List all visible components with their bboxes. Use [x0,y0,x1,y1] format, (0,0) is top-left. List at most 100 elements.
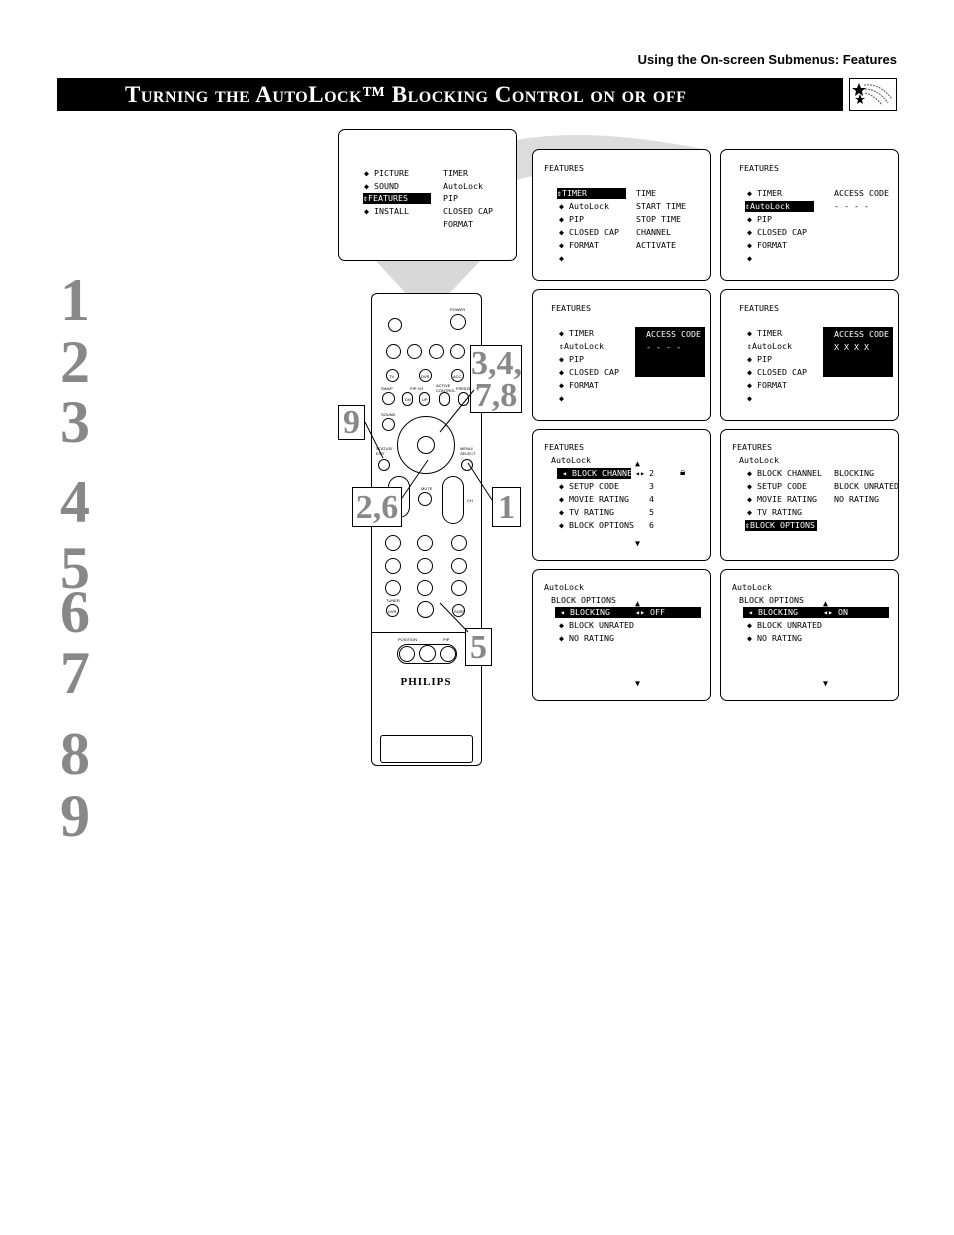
up-label: UP [422,397,428,402]
stop-button[interactable] [407,344,422,359]
rewind-button[interactable] [386,344,401,359]
option-stop-time: STOP TIME [636,214,681,224]
bullet-icon: ◆ [747,253,752,263]
menu-item-closed-cap: ◆ CLOSED CAP [747,367,807,377]
position-label: POSITION [398,637,418,642]
screen-features-timer: FEATURES ⇕TIMER ◆ AutoLock ◆ PIP ◆ CLOSE… [532,149,711,281]
down-arrow-icon: ▼ [635,538,640,548]
screen-title: FEATURES [739,163,779,173]
status-exit-label: STATUS/ EXIT [376,446,393,456]
play-button[interactable] [429,344,444,359]
screen-main-menu: ◆ PICTURE ◆ SOUND ⇕FEATURES ◆ INSTALL TI… [338,129,517,261]
sound-label: SOUND [381,412,396,417]
menu-item-install: ◆ INSTALL [364,206,409,216]
pip-button[interactable] [440,646,456,662]
menu-item-autolock: ⇕AutoLock [747,341,792,351]
menu-item-movie-rating: ◆ MOVIE RATING [747,494,817,504]
freeze-button[interactable] [458,392,469,406]
pip-label: PIP [443,637,450,642]
dn-label: DN [405,397,411,402]
menu-item-movie-rating: ◆ MOVIE RATING [559,494,629,504]
channel-value: 3 [649,481,654,491]
step-number-6: 6 [60,579,90,645]
keypad-button-9[interactable] [451,580,467,596]
freeze-label: FREEZE [456,386,472,391]
step-number-1: 1 [60,267,90,333]
acc-button[interactable] [451,369,464,382]
pip-on-button[interactable] [419,645,436,662]
menu-item-pip: ◆ PIP [559,214,584,224]
pip-ch-label: PIP CH [410,386,424,391]
acc-label: ACC [453,374,462,379]
channel-value: 2 [649,468,654,478]
sound-button[interactable] [382,418,395,431]
menu-select-button[interactable] [461,459,473,471]
keypad-button-5[interactable] [417,558,433,574]
channel-rocker[interactable] [442,476,464,524]
position-button[interactable] [399,646,415,662]
left-right-arrow-icon: ◂▸ OFF [635,607,665,617]
menu-item-autolock: ⇕AutoLock [745,201,814,212]
status-exit-button[interactable] [378,459,390,471]
screen-title: FEATURES [732,442,772,452]
submenu-timer: TIMER [443,168,468,178]
channel-value: 4 [649,494,654,504]
menu-item-timer: ◆ TIMER [559,328,594,338]
screen-title: FEATURES [544,442,584,452]
keypad-button-4[interactable] [385,558,401,574]
power-button[interactable] [450,314,466,330]
pip-ch-dn-button[interactable] [402,392,413,406]
callout-badge-3478: 3,4, 7,8 [470,345,522,413]
keypad-button-6[interactable] [451,558,467,574]
menu-item-timer: ◆ TIMER [747,328,782,338]
keypad-button-1[interactable] [385,535,401,551]
battery-cover [380,735,473,763]
keypad-button-2[interactable] [417,535,433,551]
screen-features-autolock: FEATURES ◆ TIMER ⇕AutoLock ◆ PIP ◆ CLOSE… [720,149,899,281]
pip-ch-up-button[interactable] [419,392,430,406]
option-channel: CHANNEL [636,227,671,237]
keypad-button-0[interactable] [417,601,434,618]
divider [372,632,480,633]
tuner-dvr-button[interactable] [386,604,399,617]
access-code-value: - - - - [646,342,681,352]
menu-item-format: ◆ FORMAT [559,240,599,250]
screen-access-code-entered: FEATURES ◆ TIMER ⇕AutoLock ◆ PIP ◆ CLOSE… [720,289,899,421]
ok-button[interactable] [417,436,435,454]
left-right-arrow-icon: ◂▸ ON [823,607,848,617]
menu-item-block-options: ◆ BLOCK OPTIONS [559,520,634,530]
menu-item-autolock: ⇕AutoLock [559,341,604,351]
menu-item-timer: ⇕TIMER [557,188,626,199]
keypad-button-3[interactable] [451,535,467,551]
submenu-pip: PIP [443,193,458,203]
bullet-icon: ◆ [747,393,752,403]
dvr-label: DVR [421,374,430,379]
step-number-3: 3 [60,389,90,455]
surf-label: SURF [454,609,465,614]
screen-subtitle: BLOCK OPTIONS [739,595,804,605]
keypad-button-7[interactable] [385,580,401,596]
screen-blocking-off: AutoLock BLOCK OPTIONS ▲ ◂ BLOCKING ◂▸ O… [532,569,711,701]
mute-label: MUTE [421,486,433,491]
blocking-value: OFF [650,607,665,617]
menu-item-format: ◆ FORMAT [747,380,787,390]
screen-title: FEATURES [739,303,779,313]
submenu-autolock: AutoLock [443,181,483,191]
menu-item-setup-code: ◆ SETUP CODE [747,481,807,491]
menu-item-tv-rating: ◆ TV RATING [747,507,802,517]
mute-button[interactable] [418,492,432,506]
tuner-label: TUNER [386,598,400,603]
active-control-button[interactable] [439,392,450,406]
menu-item-pip: ◆ PIP [559,354,584,364]
menu-item-blocking: ◂ BLOCKING [743,607,889,618]
dvr-button[interactable] [419,369,432,382]
menu-item-format: ◆ FORMAT [747,240,787,250]
swap-button[interactable] [382,392,395,405]
pause-button[interactable] [388,318,402,332]
callout-badge-1: 1 [492,487,521,527]
tv-button[interactable] [386,369,399,382]
fast-forward-button[interactable] [450,344,465,359]
keypad-button-8[interactable] [417,580,433,596]
step-number-4: 4 [60,469,90,535]
menu-item-sound: ◆ SOUND [364,181,399,191]
